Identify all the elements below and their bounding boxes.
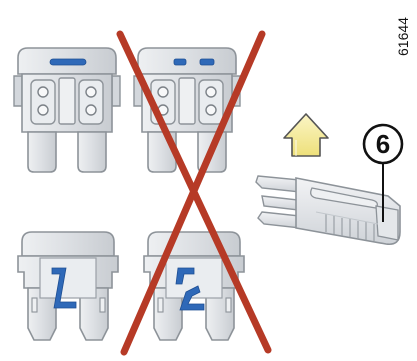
reference-number: 61644 xyxy=(395,17,411,56)
arrow-up-icon xyxy=(283,113,329,157)
callout-marker: 6 xyxy=(362,123,404,222)
fuse-blown-side-view xyxy=(141,231,247,341)
fuse-intact-top-view xyxy=(13,47,121,173)
fuse-intact-side-view xyxy=(15,231,121,341)
fuse-element-broken-left xyxy=(173,58,187,66)
fuse-puller-tool xyxy=(255,175,401,246)
fuse-element-intact-top xyxy=(49,58,87,66)
fuse-element-intact-side xyxy=(51,267,77,309)
cross-out-mark xyxy=(116,30,272,356)
fuse-blown-top-view xyxy=(133,47,241,173)
puller-grip-ridges xyxy=(325,214,375,241)
fuse-element-broken-side-upper xyxy=(175,267,195,285)
fuse-element-broken-side-lower xyxy=(179,285,205,311)
fuse-element-broken-right xyxy=(199,58,215,66)
callout-label: 6 xyxy=(376,129,390,159)
